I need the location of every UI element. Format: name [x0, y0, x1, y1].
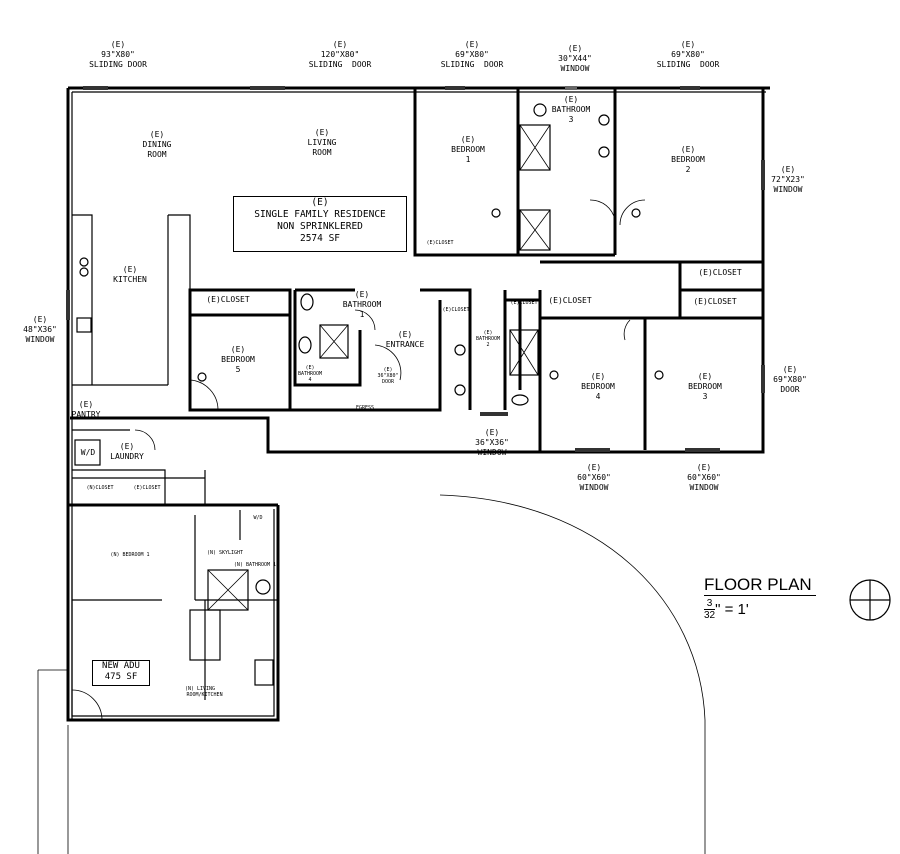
plan-scale: 3 32 " = 1' [704, 598, 749, 621]
room-closet-bedroom1: (E)CLOSET [426, 240, 454, 246]
label-window-48: (E) 48"X36" WINDOW [23, 315, 57, 344]
room-wd: W/D [80, 448, 96, 457]
exterior-walls [66, 86, 770, 722]
scale-denominator: 32 [704, 610, 716, 621]
label-window-72: (E) 72"X23" WINDOW [771, 165, 805, 194]
room-bathroom-2: (E) BATHROOM 2 [475, 330, 501, 348]
room-bedroom-1: (E) BEDROOM 1 [451, 135, 485, 164]
residence-info-box: (E) SINGLE FAMILY RESIDENCE NON SPRINKLE… [233, 196, 407, 252]
label-entry-door: (E) 36"X80" DOOR [377, 367, 399, 385]
room-bedroom-5: (E) BEDROOM 5 [221, 345, 255, 374]
room-bathroom-4: (E) BATHROOM 4 [297, 365, 323, 383]
label-door-69: (E) 69"X80" DOOR [773, 365, 807, 394]
room-adu-living: (N) LIVING ROOM/KITCHEN [184, 686, 223, 698]
room-living: (E) LIVING ROOM [307, 128, 337, 157]
top-openings [66, 86, 765, 452]
label-window-36: (E) 36"X36" WINDOW [475, 428, 509, 457]
room-closet-hall: (E)CLOSET [442, 307, 470, 313]
room-closet-bedroom5: (E)CLOSET [206, 295, 250, 304]
scale-numerator: 3 [704, 598, 716, 610]
room-kitchen: (E) KITCHEN [113, 265, 147, 284]
room-bathroom-3: (E) BATHROOM 3 [551, 95, 591, 125]
room-adu-bedroom: (N) BEDROOM 1 [110, 552, 150, 558]
scale-text: " = 1' [715, 601, 749, 618]
adu-info-box: NEW ADU 475 SF [92, 660, 150, 686]
property-line [37, 494, 706, 854]
label-window-60a: (E) 60"X60" WINDOW [577, 463, 611, 492]
room-laundry: (E) LAUNDRY [110, 442, 144, 461]
north-arrow-icon [849, 579, 891, 621]
room-entrance: (E) ENTRANCE [385, 330, 425, 349]
room-bedroom-2: (E) BEDROOM 2 [671, 145, 705, 174]
room-skylight: (N) SKYLIGHT [206, 550, 244, 556]
room-closet-small: (E)CLOSET [510, 300, 538, 306]
room-adu-wd: W/D [253, 515, 263, 521]
fixtures [74, 103, 664, 686]
label-sliding-door-93: (E) 93"X80" SLIDING DOOR [89, 40, 147, 69]
room-pantry: (E) PANTRY [71, 400, 101, 419]
plan-title: FLOOR PLAN [704, 575, 816, 596]
room-closet-bedroom2: (E)CLOSET [698, 268, 742, 277]
room-closet-e: (E)CLOSET [133, 485, 161, 491]
room-bathroom-1: (E) BATHROOM 1 [342, 290, 382, 319]
label-sliding-door-69a: (E) 69"X80" SLIDING DOOR [440, 40, 504, 69]
door-swings [71, 199, 646, 721]
room-closet-bedroom3: (E)CLOSET [693, 297, 737, 306]
label-sliding-door-120: (E) 120"X80" SLIDING DOOR [308, 40, 372, 69]
room-egress: EGRESS [355, 405, 375, 411]
interior-walls [188, 88, 763, 450]
room-bedroom-3: (E) BEDROOM 3 [688, 372, 722, 401]
room-bedroom-4: (E) BEDROOM 4 [581, 372, 615, 401]
label-sliding-door-69b: (E) 69"X80" SLIDING DOOR [656, 40, 720, 69]
label-window-60b: (E) 60"X60" WINDOW [687, 463, 721, 492]
room-dining: (E) DINING ROOM [142, 130, 172, 159]
room-closet-n: (N)CLOSET [86, 485, 114, 491]
label-window-30: (E) 30"X44" WINDOW [558, 44, 592, 73]
room-adu-bathroom: (N) BATHROOM 1 [233, 562, 277, 568]
room-closet-bedroom4: (E)CLOSET [548, 296, 592, 305]
